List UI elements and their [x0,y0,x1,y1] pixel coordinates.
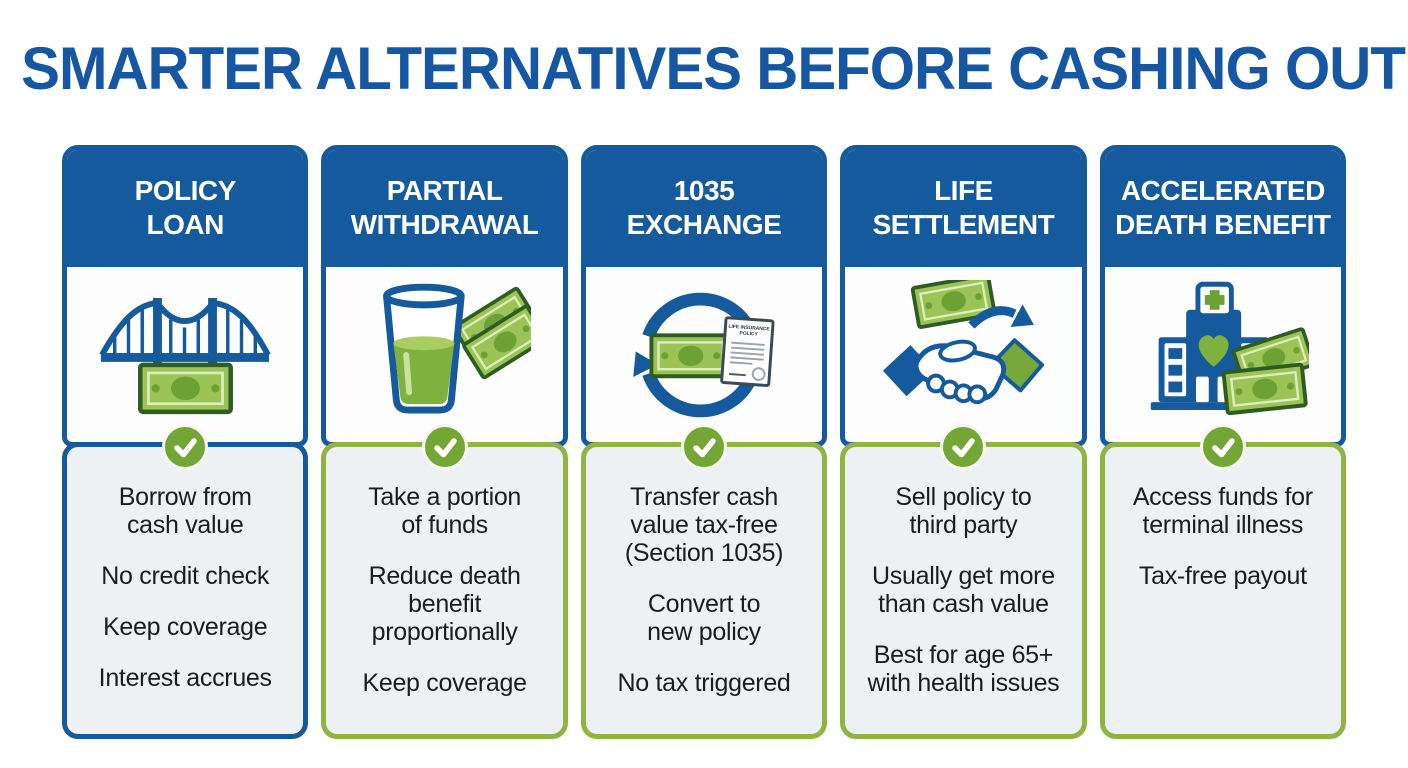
point: Best for age 65+ with health issues [867,641,1060,697]
point: Tax-free payout [1138,562,1307,590]
point: Transfer cash value tax-free (Section 10… [624,483,784,567]
exchange-arrows-money-document-icon: LIFE INSURANCE POLICY [585,267,823,442]
exchange-details: Transfer cash value tax-free (Section 10… [580,424,828,739]
header-line: POLICY [134,175,237,207]
header-line: DEATH BENEFIT [1115,209,1331,240]
point: Borrow from cash value [118,483,252,539]
checkmark-icon [1199,424,1246,470]
partial-withdrawal-details: Take a portion of funds Reduce death ben… [321,424,568,739]
page-title: SMARTER ALTERNATIVES BEFORE CASHING OUT [21,35,1406,102]
life-settlement-header: LIFE SETTLEMENT [845,150,1082,267]
column-life-settlement: LIFE SETTLEMENT [840,145,1087,739]
policy-loan-card: POLICY LOAN [62,145,309,447]
header-line: LOAN [146,209,225,240]
column-accelerated-death-benefit: ACCELERATED DEATH BENEFIT [1099,145,1347,739]
bridge-money-icon [67,267,304,442]
checkmark-icon [162,424,209,470]
header-line: 1035 [673,175,735,207]
point: Reduce death benefit proportionally [368,562,521,646]
policy-loan-header: POLICY LOAN [67,150,304,267]
accelerated-death-benefit-card: ACCELERATED DEATH BENEFIT [1099,145,1347,447]
point: Interest accrues [98,664,272,692]
life-settlement-card: LIFE SETTLEMENT [840,145,1087,447]
header-line: LIFE [934,175,993,207]
policy-loan-details: Borrow from cash value No credit check K… [62,424,309,739]
document-title-line: POLICY [739,330,758,337]
accelerated-death-benefit-details: Access funds for terminal illness Tax-fr… [1099,424,1347,739]
point: Convert to new policy [647,590,761,646]
handshake-money-icon [845,267,1082,442]
column-partial-withdrawal: PARTIAL WITHDRAWAL [321,145,568,739]
checkmark-icon [940,424,987,470]
point: Usually get more than cash value [872,562,1055,618]
point: Take a portion of funds [368,483,522,539]
exchange-card: 1035 EXCHANGE LIFE INSURANCE POLICY [580,145,828,447]
header-line: ACCELERATED [1120,175,1325,207]
point: Sell policy to third party [895,483,1032,539]
point: Access funds for terminal illness [1132,483,1313,539]
glass-money-icon [326,267,563,442]
exchange-header: 1035 EXCHANGE [585,150,823,267]
column-1035-exchange: 1035 EXCHANGE LIFE INSURANCE POLICY [580,145,828,739]
header-line: WITHDRAWAL [350,209,539,240]
header-line: PARTIAL [386,175,503,207]
header-line: SETTLEMENT [872,209,1055,240]
hospital-money-icon [1104,267,1342,442]
accelerated-death-benefit-header: ACCELERATED DEATH BENEFIT [1104,150,1342,267]
columns-row: POLICY LOAN [62,145,1347,739]
checkmark-icon [421,424,468,470]
life-settlement-details: Sell policy to third party Usually get m… [840,424,1087,739]
header-line: EXCHANGE [626,209,782,240]
partial-withdrawal-header: PARTIAL WITHDRAWAL [326,150,563,267]
point: No tax triggered [617,669,791,697]
point: Keep coverage [362,669,527,697]
point: No credit check [101,562,270,590]
column-policy-loan: POLICY LOAN [62,145,309,739]
document-title-line: LIFE INSURANCE [728,323,770,332]
checkmark-icon [681,424,728,470]
partial-withdrawal-card: PARTIAL WITHDRAWAL [321,145,568,447]
point: Keep coverage [103,613,268,641]
